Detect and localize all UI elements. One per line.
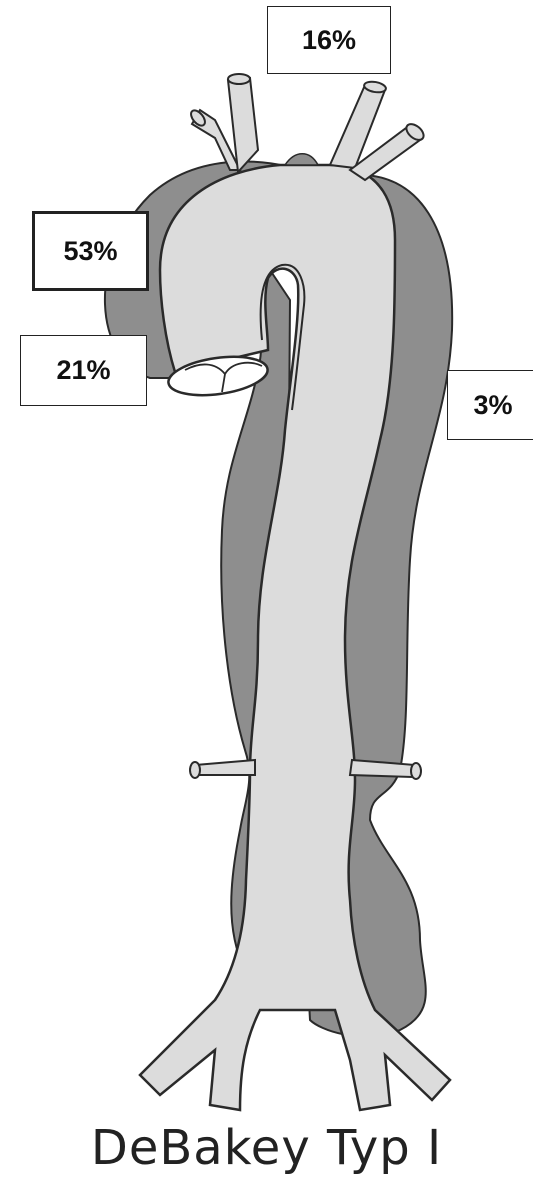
label-root: 21% (20, 335, 147, 406)
label-supra-aortic: 16% (267, 6, 391, 74)
label-descending: 3% (447, 370, 533, 440)
diagram-caption: DeBakey Typ I (0, 1120, 533, 1176)
label-ascending: 53% (32, 211, 149, 291)
